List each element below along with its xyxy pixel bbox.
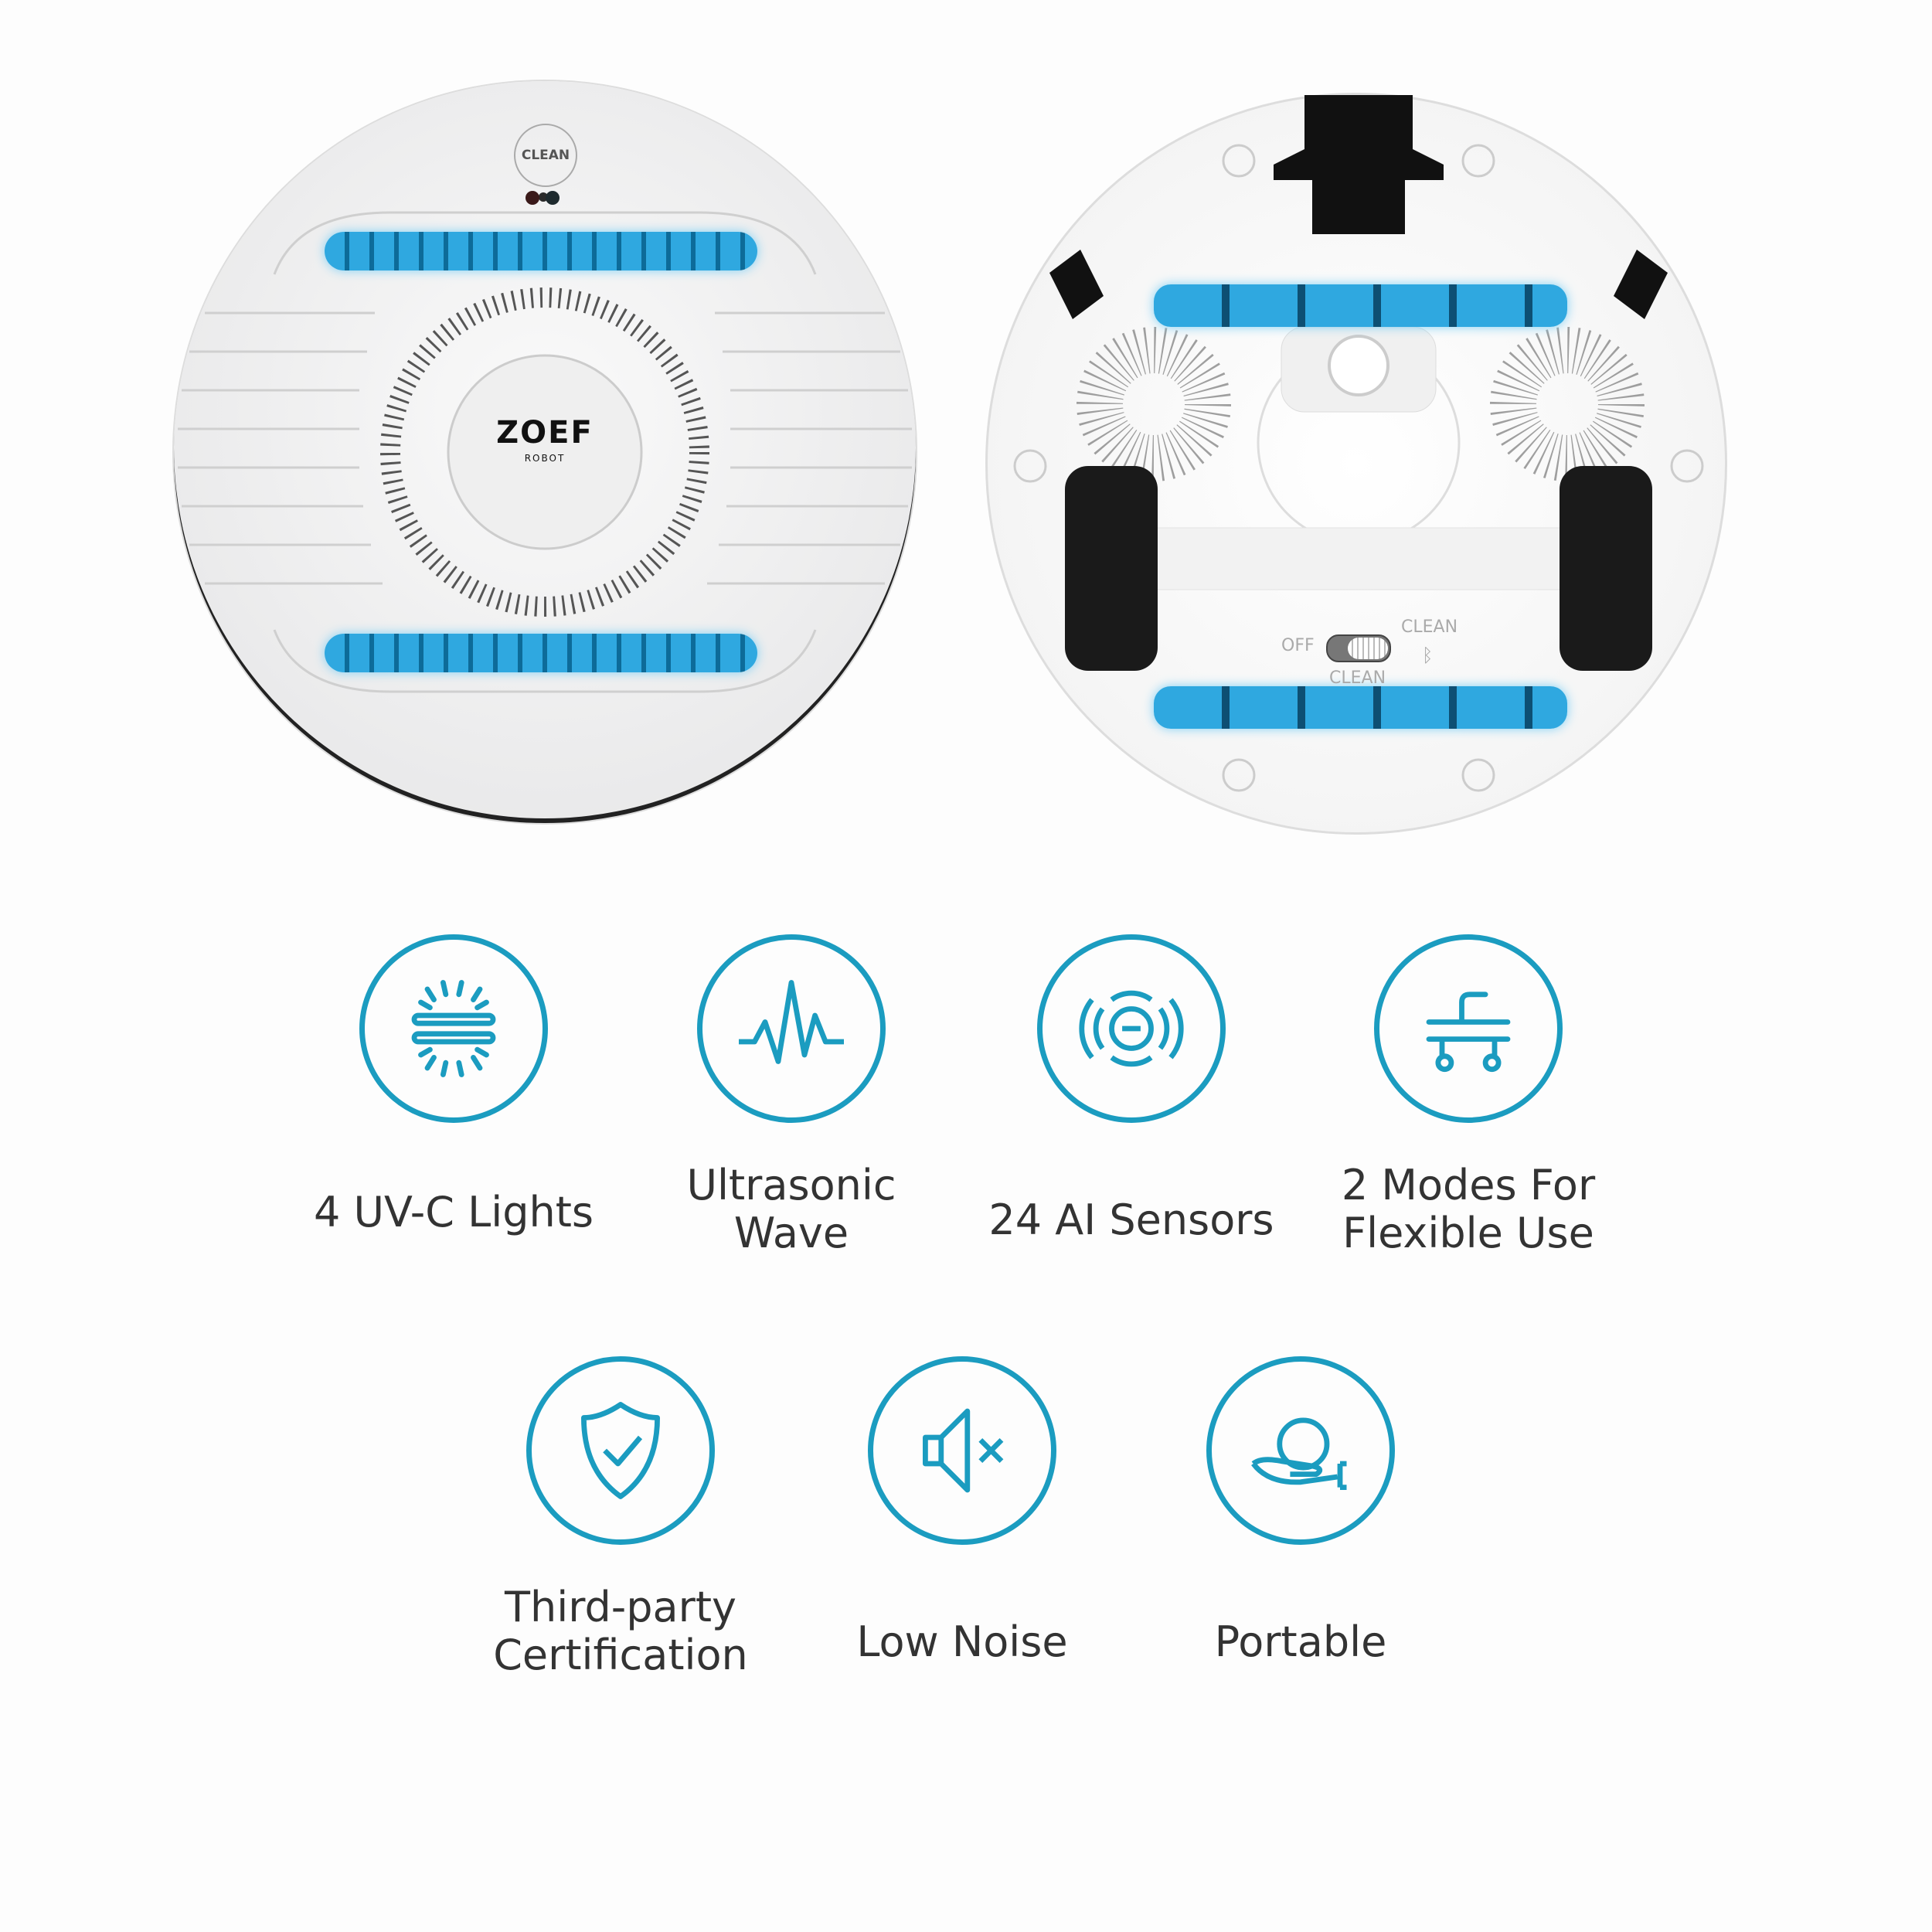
sensor-icon [1037, 934, 1226, 1123]
feature-certification: Third-party Certification [427, 1356, 814, 1679]
hand-holding-icon [1206, 1356, 1395, 1545]
shield-check-icon [526, 1356, 715, 1545]
uv-light-bar-bottom [1154, 686, 1567, 729]
switch-clean-label: CLEAN [1329, 668, 1386, 688]
switch-off-label: OFF [1281, 636, 1315, 655]
feature-label: 24 AI Sensors [988, 1196, 1274, 1244]
robot-bottom-view: OFF CLEAN CLEAN ᛒ [985, 93, 1727, 835]
feature-label: Portable [1214, 1617, 1387, 1666]
feature-label: 2 Modes For Flexible Use [1341, 1161, 1596, 1257]
feature-label: 4 UV-C Lights [313, 1188, 594, 1236]
switch-clean-bluetooth-label: CLEAN [1401, 617, 1458, 637]
status-leds [526, 191, 560, 208]
feature-label: Ultrasonic Wave [686, 1161, 896, 1257]
uv-lights-icon [359, 934, 548, 1123]
feature-two-modes: 2 Modes For Flexible Use [1275, 934, 1662, 1257]
robot-underside-parts [1013, 95, 1704, 792]
brand-name: ZOEF [496, 415, 594, 451]
uv-light-bar-top [325, 232, 757, 270]
uv-light-bar-bottom [325, 634, 757, 672]
switch-toggle[interactable] [1326, 634, 1391, 662]
modes-cart-icon [1374, 934, 1563, 1123]
clean-button[interactable]: CLEAN [514, 124, 577, 187]
feature-ai-sensors: 24 AI Sensors [938, 934, 1325, 1244]
mode-switch[interactable]: OFF CLEAN CLEAN ᛒ [1281, 617, 1490, 698]
brand-logo: ZOEF ROBOT [468, 415, 622, 464]
feature-uv-lights: 4 UV-C Lights [260, 934, 647, 1236]
bluetooth-icon: ᛒ [1422, 645, 1434, 666]
mute-speaker-icon [868, 1356, 1056, 1545]
ultrasonic-wave-icon [697, 934, 886, 1123]
robot-top-lines [178, 192, 912, 693]
feature-low-noise: Low Noise [769, 1356, 1155, 1666]
feature-label: Third-party Certification [493, 1583, 748, 1679]
robot-top-view: CLEAN ZOEF ROBOT [174, 81, 916, 823]
feature-ultrasonic-wave: Ultrasonic Wave [598, 934, 985, 1257]
uv-light-bar-top [1154, 284, 1567, 327]
feature-portable: Portable [1107, 1356, 1494, 1666]
feature-label: Low Noise [856, 1617, 1068, 1666]
brand-subtitle: ROBOT [524, 453, 566, 464]
